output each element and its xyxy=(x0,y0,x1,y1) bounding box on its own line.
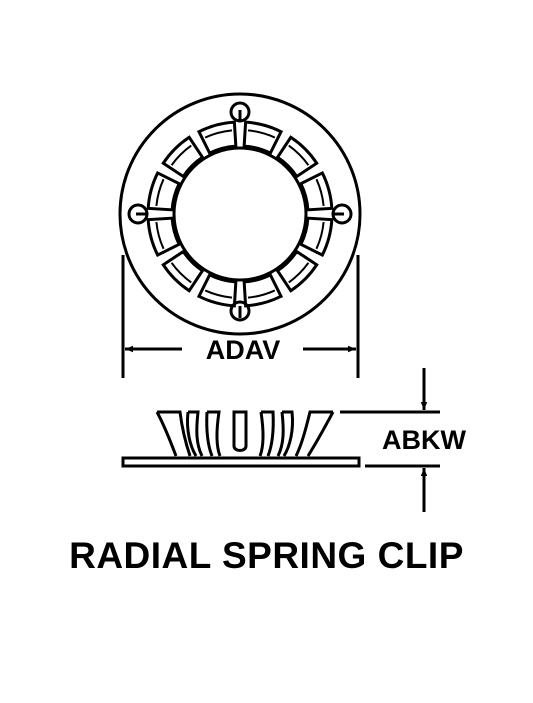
spring-finger-segment xyxy=(275,135,319,179)
spring-finger-crease xyxy=(155,178,165,207)
finger-4 xyxy=(276,410,294,457)
spring-finger-segment xyxy=(146,170,182,212)
spring-finger-segment xyxy=(146,216,182,258)
height-label: ABKW xyxy=(382,425,466,455)
spring-finger-segment xyxy=(275,249,319,293)
center-bore xyxy=(172,146,308,282)
outer-flange-ring xyxy=(118,92,362,336)
spring-finger-segment xyxy=(242,120,284,156)
finger-center xyxy=(232,410,248,452)
base-plate xyxy=(121,456,361,468)
spring-finger-crease xyxy=(315,221,325,250)
spring-finger-segment xyxy=(161,135,205,179)
finger-3 xyxy=(258,410,275,457)
spring-fingers-ring xyxy=(136,110,344,318)
outer-diameter-label: ADAV xyxy=(206,335,281,365)
spring-finger-segment xyxy=(242,272,284,308)
right-flare xyxy=(294,410,335,457)
spring-finger-crease xyxy=(170,144,192,166)
spring-finger-crease xyxy=(204,289,233,299)
spring-finger-segment xyxy=(298,216,334,258)
height-dimension xyxy=(340,368,440,512)
finger-2 xyxy=(205,410,222,457)
part-name-title: RADIAL SPRING CLIP xyxy=(69,535,464,576)
clip-side-view xyxy=(121,410,361,468)
clip-top-view xyxy=(118,92,362,336)
outer-diameter-dimension xyxy=(121,255,360,378)
spring-finger-crease xyxy=(315,178,325,207)
spring-finger-crease xyxy=(288,262,310,284)
spring-finger-segment xyxy=(196,272,238,308)
left-flare xyxy=(155,410,192,457)
spring-finger-crease xyxy=(204,129,233,139)
spring-finger-segment xyxy=(196,120,238,156)
spring-finger-crease xyxy=(247,289,276,299)
spring-finger-crease xyxy=(288,144,310,166)
spring-finger-crease xyxy=(247,129,276,139)
spring-finger-segment xyxy=(298,170,334,212)
spring-finger-crease xyxy=(155,221,165,250)
mounting-hole-bottom xyxy=(229,300,251,322)
spring-finger-crease xyxy=(170,262,192,284)
finger-1 xyxy=(186,410,204,457)
spring-finger-segment xyxy=(161,249,205,293)
